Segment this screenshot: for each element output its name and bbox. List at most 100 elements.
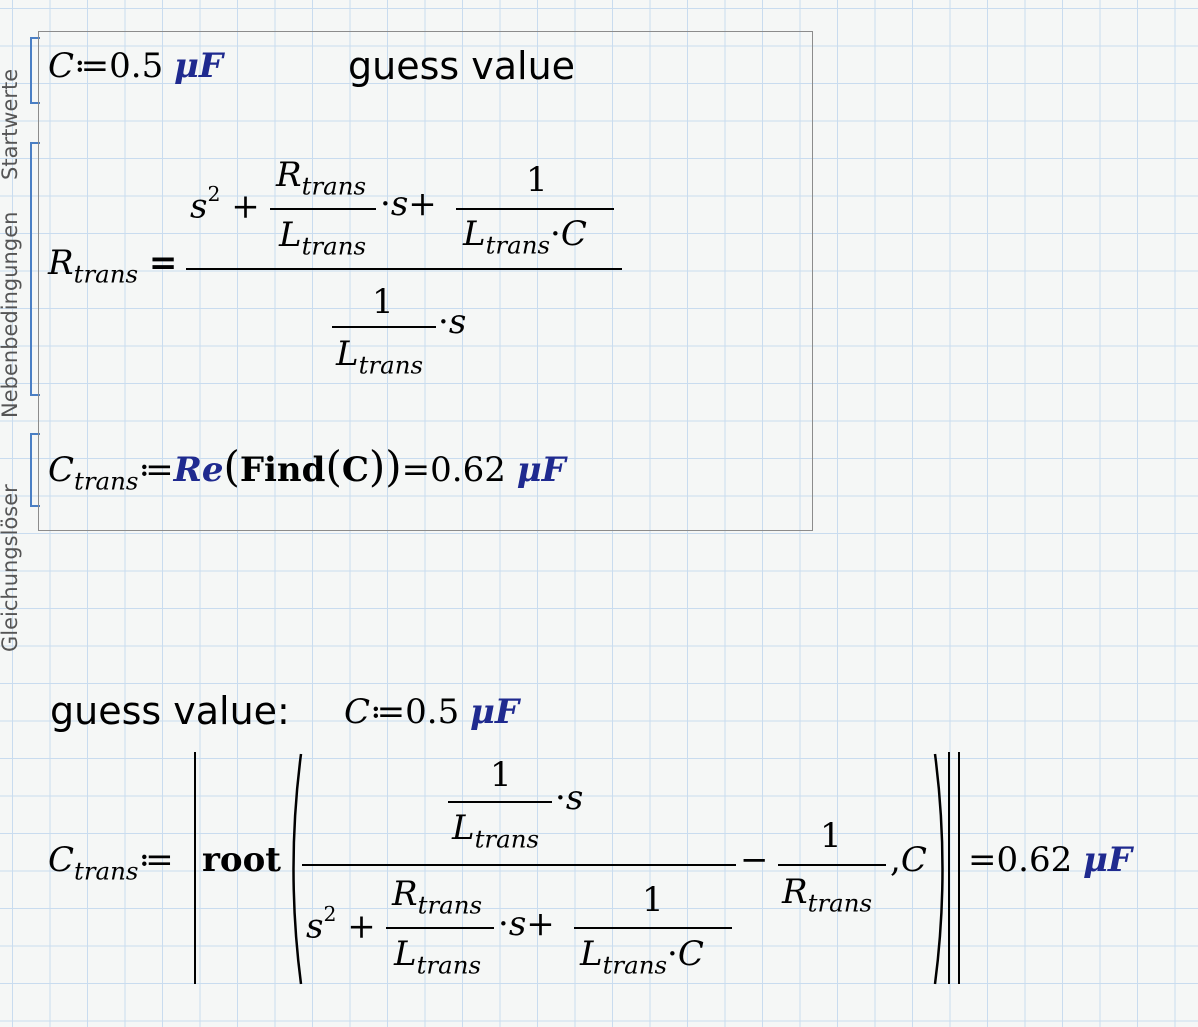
unit-label: μF [470, 692, 520, 732]
var-s: s [306, 906, 324, 947]
big-paren-left [292, 753, 303, 985]
var-c: C [677, 934, 704, 974]
den-numerator: 1 [372, 282, 394, 322]
dot-op: · [498, 904, 509, 944]
abs-bar-right-1 [948, 752, 950, 984]
arg-c: C [341, 450, 369, 490]
var-l: L [279, 215, 302, 255]
var-s: s [508, 904, 527, 944]
solver-assignment[interactable]: Ctrans≔Re(Find(C))=0.62 μF [48, 442, 566, 496]
sub-trans: trans [301, 171, 367, 201]
root-main-fraction-line [302, 864, 736, 866]
sub-trans: trans [74, 466, 139, 496]
assign-op: ≔ [138, 840, 174, 880]
guess-assignment[interactable]: C≔0.5 μF [48, 46, 223, 86]
plus-op: + [347, 906, 376, 947]
solve-block[interactable] [38, 31, 813, 531]
var-s: s [190, 186, 208, 227]
paren-open: ( [223, 442, 240, 491]
root-guess-assignment[interactable]: C≔0.5 μF [344, 692, 519, 732]
exp-2: 2 [323, 902, 337, 926]
equals-op: = [968, 840, 997, 880]
bot-frac2-den: Ltrans·C [580, 934, 704, 980]
result-value: 0.62 [996, 840, 1073, 880]
den-denominator: Ltrans [336, 334, 423, 380]
var-s: s [390, 184, 409, 224]
bot-frac1-tail: ·s+ [498, 904, 555, 944]
gleichungsloeser-bracket [30, 433, 40, 507]
rfrac-num: 1 [820, 816, 842, 856]
dot-op: · [380, 184, 391, 224]
frac1-tail: ·s+ [380, 184, 437, 224]
main-fraction-line [186, 268, 622, 270]
bot-frac1-num: Rtrans [392, 874, 482, 920]
sub-trans: trans [417, 890, 483, 920]
bot-frac1-den: Ltrans [394, 934, 481, 980]
var-l: L [336, 334, 359, 374]
dot-op: · [667, 934, 678, 974]
top-num: 1 [490, 755, 512, 795]
sub-trans: trans [74, 856, 139, 886]
root-lhs[interactable]: Ctrans≔ [48, 840, 174, 886]
den-frac-line [332, 326, 436, 328]
root-guess-label[interactable]: guess value: [50, 689, 290, 733]
bot-frac2-num: 1 [642, 880, 664, 920]
constraint-numerator: s2 + [190, 182, 260, 226]
den-tail: ·s [438, 302, 466, 342]
bot-frac1-line [386, 927, 494, 929]
sub-trans: trans [73, 259, 139, 289]
frac1-line [270, 208, 376, 210]
exp-2: 2 [207, 182, 221, 206]
sub-trans: trans [301, 231, 367, 261]
abs-bar-left [194, 752, 196, 984]
frac2-numerator: 1 [526, 160, 548, 200]
fn-find: Find [239, 450, 326, 490]
unit-label: μF [516, 450, 566, 490]
var-l: L [580, 934, 603, 974]
plus-op: + [526, 904, 555, 944]
var-c: C [344, 692, 371, 732]
startwerte-bracket [30, 37, 40, 104]
result-value: 0.62 [430, 450, 506, 490]
var-l: L [394, 934, 417, 974]
assign-op: ≔ [74, 46, 110, 86]
var-c: C [560, 214, 587, 254]
assign-op: ≔ [138, 450, 174, 490]
var-r: R [276, 155, 302, 195]
label-startwerte: Startwerte [0, 68, 22, 180]
var-s: s [565, 778, 584, 818]
guess-comment[interactable]: guess value [348, 44, 576, 88]
var-c: C [48, 450, 75, 490]
var-l: L [452, 808, 475, 848]
frac1-denominator: Ltrans [279, 215, 366, 261]
unit-label: μF [174, 46, 224, 86]
var-c: C [48, 46, 75, 86]
assign-op: ≔ [370, 692, 406, 732]
plus-op: + [231, 186, 260, 227]
plus-op: + [408, 184, 437, 224]
sub-trans: trans [602, 950, 668, 980]
root-result[interactable]: =0.62 μF [968, 840, 1132, 880]
fn-root: root [202, 840, 281, 880]
sub-trans: trans [474, 824, 540, 854]
dot-op: · [550, 214, 561, 254]
var-l: L [463, 214, 486, 254]
frac2-line [456, 208, 614, 210]
abs-bar-right-2 [958, 752, 960, 984]
bot-frac2-line [574, 927, 732, 929]
sub-trans: trans [807, 888, 873, 918]
equals-op: = [401, 450, 431, 490]
unit-label: μF [1083, 840, 1133, 880]
label-gleichungsloeser: Gleichungslöser [0, 484, 22, 652]
constraint-lhs[interactable]: Rtrans = [48, 243, 177, 289]
guess-value: 0.5 [109, 46, 164, 86]
nebenbedingungen-bracket [30, 142, 40, 396]
dot-op: · [438, 302, 449, 342]
sub-trans: trans [358, 350, 424, 380]
top-frac-line [448, 801, 552, 803]
paren-close: )) [368, 442, 402, 491]
label-nebenbedingungen: Nebenbedingungen [0, 211, 22, 418]
top-tail: ·s [555, 778, 583, 818]
top-den: Ltrans [452, 808, 539, 854]
var-s: s [448, 302, 467, 342]
